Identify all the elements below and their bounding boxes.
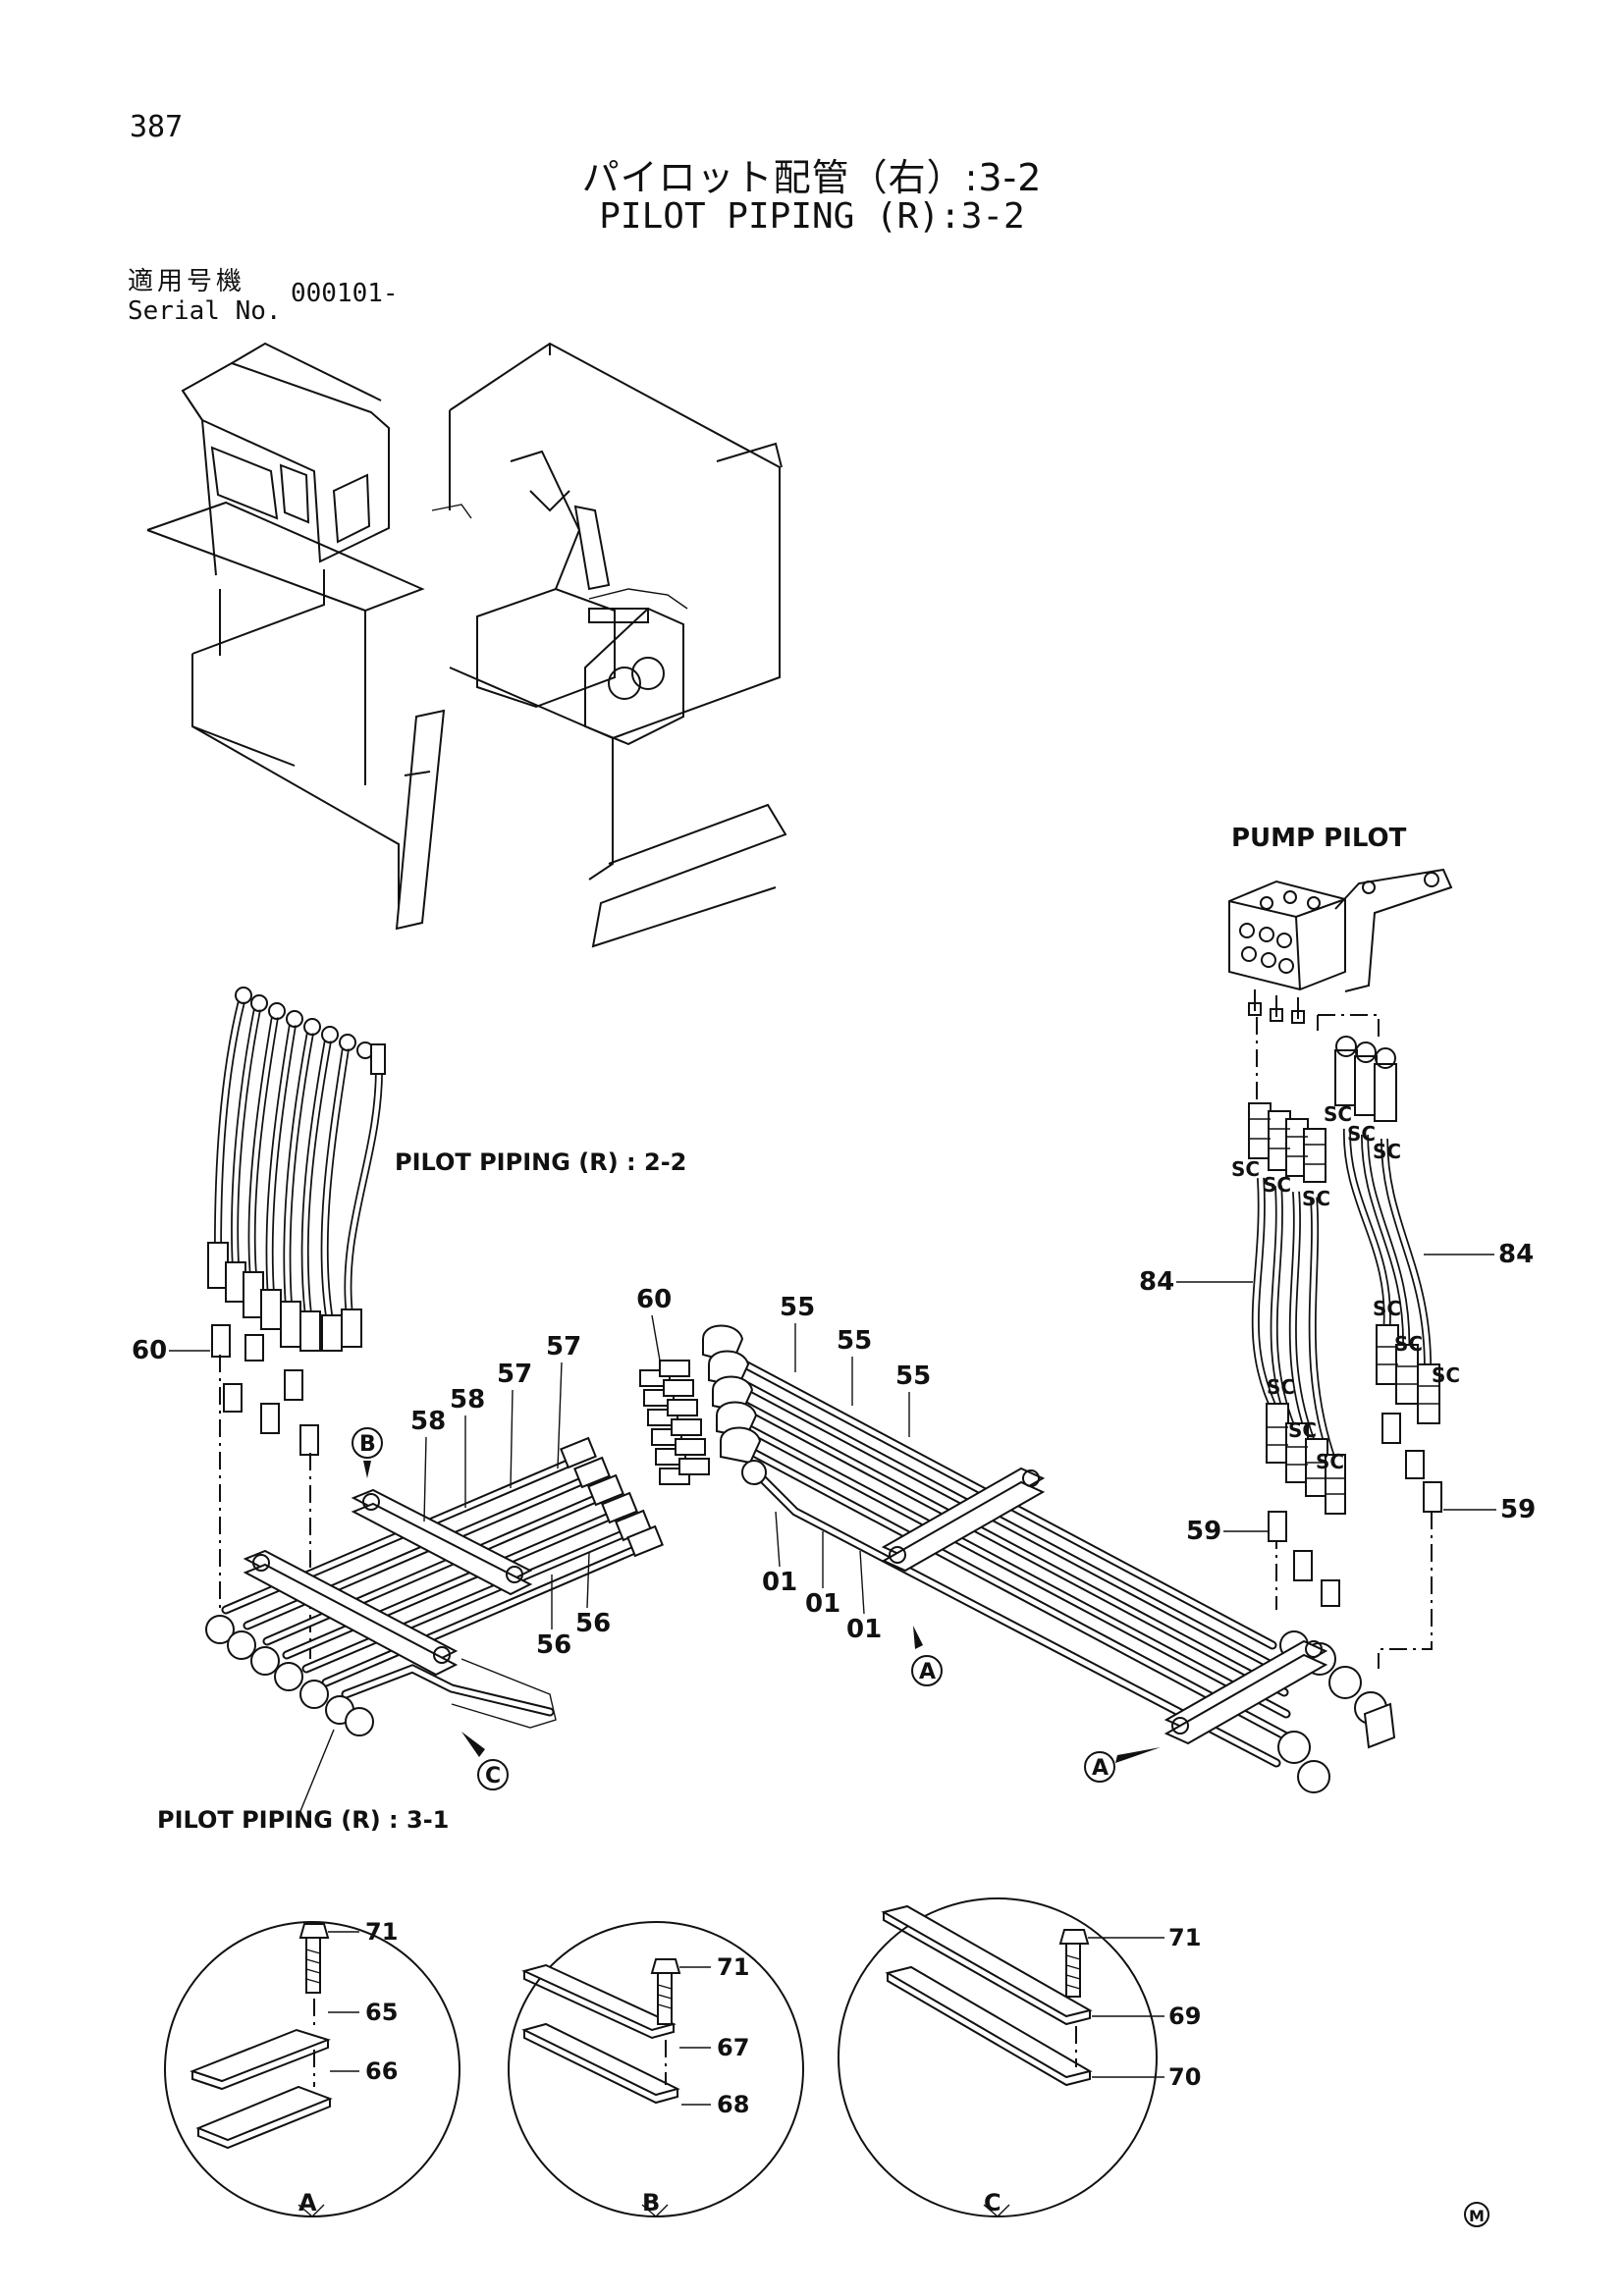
sc-mark: SC [1347,1122,1376,1146]
part-number-70: 70 [1168,2063,1201,2091]
sc-mark: SC [1394,1332,1423,1356]
serial-label-english: Serial No. [128,296,282,326]
sc-mark: SC [1373,1297,1401,1320]
sc-mark: SC [1302,1187,1330,1210]
detail-c [838,1897,1164,2217]
part-number-59: 59 [1186,1517,1221,1546]
part-number-60: 60 [132,1336,167,1365]
ref-marker-a: A [919,1660,936,1684]
sc-mark: SC [1263,1173,1291,1197]
part-number-68: 68 [717,2091,749,2118]
part-number-69: 69 [1168,2002,1201,2030]
pump-pilot-manifold [1228,868,1453,1024]
part-number-71: 71 [365,1918,398,1946]
machine-overview-illustration [146,342,787,948]
ref-marker-c: C [485,1764,501,1789]
part-number-55: 55 [837,1326,872,1356]
part-number-55: 55 [780,1293,815,1322]
part-number-57: 57 [497,1360,532,1389]
sc-mark: SC [1231,1157,1260,1181]
serial-number-value: 000101- [291,279,399,308]
sc-mark: SC [1373,1140,1401,1163]
part-number-84: 84 [1139,1267,1174,1297]
page-number: 387 [130,110,184,144]
page-title-english: PILOT PIPING (R):3-2 [599,196,1025,237]
part-number-01: 01 [846,1615,882,1644]
detail-a [164,1921,460,2217]
serial-label-japanese: 適用号機 [128,267,246,296]
sc-mark: SC [1288,1418,1317,1442]
left-pipe-assembly [205,1436,664,1736]
pilot-piping-2-2-label: PILOT PIPING (R) : 2-2 [395,1148,686,1176]
detail-b [508,1921,804,2217]
sc-mark: SC [1267,1375,1295,1399]
detail-label-b: B [642,2189,660,2216]
part-number-71: 71 [1168,1924,1201,1951]
part-number-01: 01 [805,1589,840,1619]
part-number-01: 01 [762,1568,797,1597]
detail-label-a: A [298,2189,317,2216]
part-number-55: 55 [895,1362,931,1391]
part-number-58: 58 [450,1385,485,1415]
right-pipe-assembly [702,1324,1396,1793]
pilot-piping-3-1-label: PILOT PIPING (R) : 3-1 [157,1806,449,1834]
part-number-58: 58 [410,1407,446,1436]
ref-marker-a: A [1092,1756,1109,1781]
part-number-56: 56 [536,1630,571,1660]
detail-label-c: C [984,2189,1001,2216]
hose-assembly-84-left [1248,1102,1346,1515]
sc-mark: SC [1316,1450,1344,1473]
ref-marker-b: B [359,1432,376,1457]
adapter-fittings-59 [1268,1413,1442,1607]
sc-mark: SC [1432,1363,1460,1387]
sc-marks: SC SC SC SC SC SC SC SC SC SC SC SC [1231,1102,1460,1473]
m-mark: M [1469,2207,1485,2225]
left-hose-bundle [207,987,386,1352]
sc-mark: SC [1324,1102,1352,1126]
part-number-84: 84 [1498,1240,1534,1269]
part-number-59: 59 [1500,1495,1536,1524]
adapter-fittings-60-middle [639,1360,710,1485]
part-number-67: 67 [717,2034,749,2061]
part-number-66: 66 [365,2057,398,2085]
part-number-65: 65 [365,1999,398,2026]
hose-assembly-84-right [1334,1036,1440,1424]
page-title-japanese: パイロット配管（右）:3-2 [581,156,1043,199]
part-number-60: 60 [636,1285,672,1314]
pump-pilot-label: PUMP PILOT [1231,824,1407,853]
part-number-57: 57 [546,1332,581,1362]
part-number-56: 56 [575,1609,611,1638]
part-labels: 60 60 58 58 57 57 56 56 55 55 55 01 01 0… [132,1240,1536,1660]
reference-markers: B A C A [352,1427,1161,1790]
part-number-71: 71 [717,1953,749,1981]
